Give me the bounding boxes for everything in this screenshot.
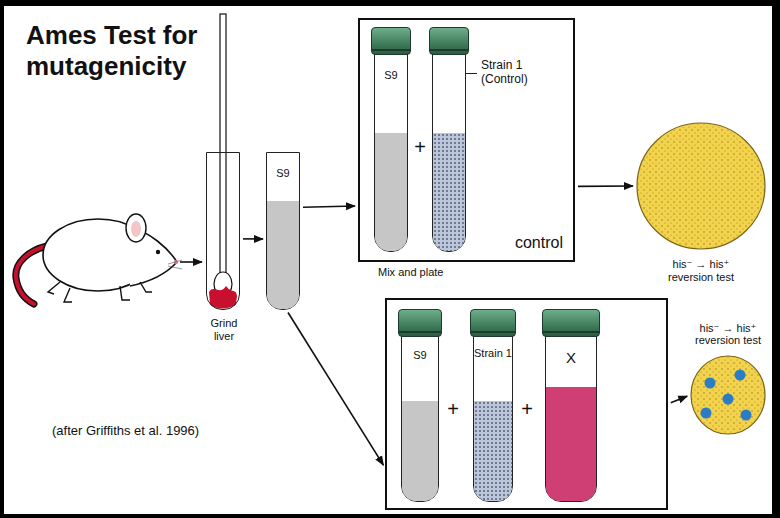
colony <box>723 394 734 405</box>
cap-rim <box>429 49 469 51</box>
tube-label: S9 <box>267 167 299 180</box>
plus-sign: + <box>436 398 470 421</box>
test-tube: X <box>545 310 597 502</box>
tube-liquid <box>433 133 465 251</box>
tube-label: S9 <box>375 69 407 82</box>
colony <box>735 370 746 381</box>
mouse <box>16 214 182 304</box>
cap-rim <box>398 331 442 333</box>
flow-arrow <box>671 396 687 403</box>
agar <box>637 123 765 249</box>
tube-label: X <box>546 349 596 366</box>
plate-label: his⁻ → his⁺ reversion test <box>688 322 768 347</box>
tube-liquid <box>546 387 596 501</box>
test-tube: S9 <box>266 152 300 310</box>
liver <box>209 286 237 309</box>
tube-liquid <box>267 201 299 309</box>
cap-rim <box>542 331 600 333</box>
tube-label: Strain 1 (Control) <box>481 59 543 87</box>
test-tube: S9 <box>401 310 439 502</box>
plus-sign: + <box>510 398 544 421</box>
flow-arrow <box>303 206 355 207</box>
process-box: control S9 Strain 1 (Control) <box>358 18 575 262</box>
step-note: Mix and plate <box>378 266 443 279</box>
tube-liquid <box>375 133 407 251</box>
cap-rim <box>470 331 516 333</box>
tube-liquid <box>474 401 512 501</box>
test-tube: Strain 1 <box>473 310 513 502</box>
test-tube: S9 <box>374 28 408 252</box>
plate-drawing <box>636 122 766 250</box>
colony <box>701 408 712 419</box>
plus-sign: + <box>410 136 430 159</box>
agar-texture <box>692 357 764 433</box>
tube-label: S9 <box>402 349 438 362</box>
flow-arrow <box>288 313 383 466</box>
tube-label: Grind liver <box>201 317 247 342</box>
petri-plate: his⁻ → his⁺ reversion test <box>636 122 766 250</box>
cap-rim <box>371 49 411 51</box>
test-tube: Strain 1 (Control) <box>432 28 466 252</box>
tube-label: Strain 1 <box>474 347 512 360</box>
plate-drawing <box>690 355 766 435</box>
tube-liquid <box>402 401 438 501</box>
flow-arrow <box>578 185 633 187</box>
colony <box>705 378 716 389</box>
diagram-title: Ames Test for mutagenicity <box>26 20 286 82</box>
plate-label: his⁻ → his⁺ reversion test <box>651 258 751 283</box>
petri-plate: his⁻ → his⁺ reversion test <box>690 355 766 435</box>
pestle <box>214 14 232 296</box>
test-tube: Grind liver <box>206 152 240 310</box>
colony <box>741 410 752 421</box>
credit-note: (after Griffiths et al. 1996) <box>52 424 199 439</box>
arrow <box>180 261 202 263</box>
leader-line <box>465 73 477 74</box>
flow-arrow <box>243 238 263 240</box>
agar <box>691 356 765 434</box>
agar-texture <box>638 124 764 248</box>
box-label: control <box>515 234 563 252</box>
